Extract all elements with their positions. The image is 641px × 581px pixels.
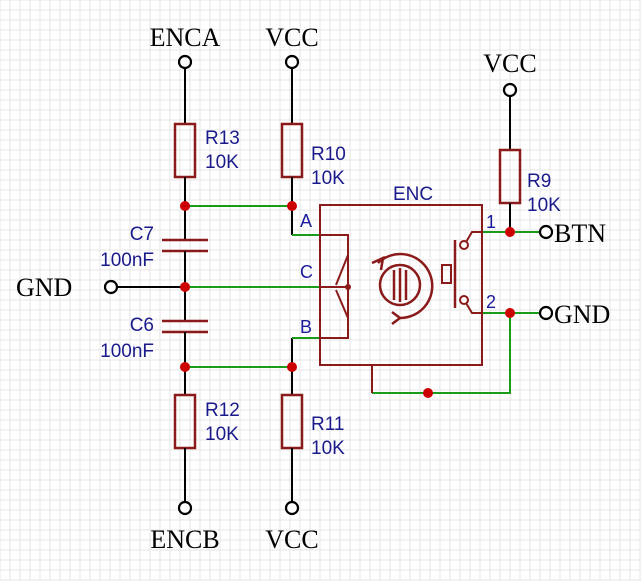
wire-ground-loop (372, 313, 511, 394)
port-gnd-left (103, 279, 119, 295)
rotation-arrow-arc (377, 252, 434, 320)
encoder-contact-a-blade (335, 254, 349, 286)
signal-wires (185, 205, 540, 394)
r9-value: 10K (527, 195, 561, 216)
port-vcc-r9 (502, 82, 518, 98)
encoder-contact-b-blade (335, 289, 349, 319)
r10-value: 10K (311, 168, 345, 189)
button-contact-1 (459, 240, 469, 250)
junction-dot (423, 388, 433, 398)
port-vcc-r11 (284, 500, 300, 516)
junctions (180, 201, 515, 398)
net-label-enca: ENCA (150, 23, 221, 52)
c7-ref: C7 (130, 224, 154, 245)
c6-ref: C6 (130, 315, 154, 336)
net-labels: ENCA VCC VCC GND BTN GND ENCB VCC (16, 23, 610, 554)
encoder-knob (378, 263, 422, 307)
port-gnd-right (538, 305, 554, 321)
junction-dot (287, 201, 297, 211)
net-label-gnd: GND (554, 300, 610, 329)
button-pin-2-lead (465, 302, 482, 314)
r11-ref: R11 (311, 414, 344, 435)
port-encb (177, 500, 193, 516)
pin-label-a: A (300, 211, 312, 231)
pin-label-2: 2 (486, 292, 496, 312)
junction-dot (505, 227, 515, 237)
encoder-symbol (319, 204, 483, 393)
rotation-arrow-head (371, 255, 385, 271)
c7-value: 100nF (100, 250, 154, 271)
vcc-middle-column (280, 68, 304, 502)
encoder-contact-b (320, 318, 349, 339)
r9-ref: R9 (527, 171, 551, 192)
net-ports (103, 54, 554, 516)
port-vcc-r10 (284, 54, 300, 70)
net-label-btn: BTN (554, 219, 606, 248)
encoder-contact-a (320, 234, 349, 255)
enc-ref: ENC (393, 184, 433, 205)
c6-value: 100nF (100, 341, 154, 362)
button-contact-2 (459, 295, 469, 305)
net-label-encb: ENCB (150, 525, 219, 554)
junction-dot (180, 362, 190, 372)
pin-label-1: 1 (486, 212, 496, 232)
enca-column (162, 68, 208, 502)
pin-label-b: B (300, 317, 312, 337)
junction-dot (180, 201, 190, 211)
port-enca (177, 54, 193, 70)
net-label-gnd: GND (16, 273, 72, 302)
encoder-body (319, 204, 483, 366)
r11-value: 10K (311, 438, 345, 459)
r10-ref: R10 (311, 144, 346, 165)
button-pin-1-lead (465, 231, 482, 243)
net-label-vcc: VCC (265, 525, 318, 554)
r13-ref: R13 (205, 128, 240, 149)
r13-value: 10K (205, 152, 239, 173)
net-label-vcc: VCC (265, 23, 318, 52)
pin-label-c: C (300, 262, 313, 282)
button-actuator (441, 264, 452, 284)
port-btn (538, 224, 554, 240)
junction-dot (287, 362, 297, 372)
junction-dot (505, 308, 515, 318)
component-labels: R13 10K R10 10K R9 10K C7 100nF C6 100nF… (100, 128, 561, 459)
r12-value: 10K (205, 424, 239, 445)
r12-ref: R12 (205, 400, 240, 421)
junction-dot (180, 282, 190, 292)
net-label-vcc: VCC (483, 49, 536, 78)
rotation-arrow-tail (391, 311, 403, 325)
